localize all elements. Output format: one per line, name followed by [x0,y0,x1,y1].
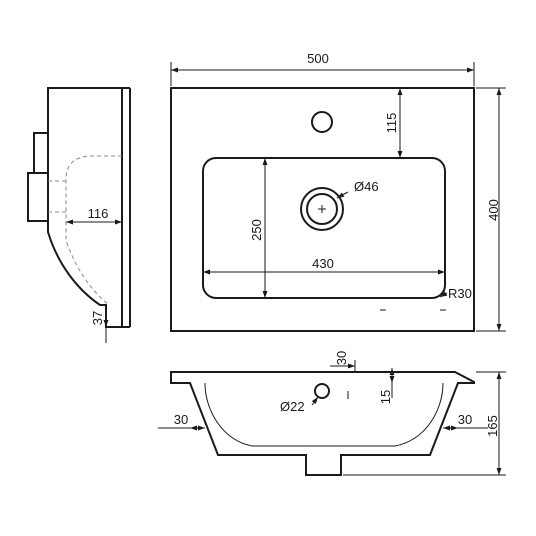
leader-line [439,291,448,298]
side-view: 116 37 [27,87,131,343]
front-view: 30 15 Ø22 30 30 165 [158,351,506,476]
dim-rim-top: 30 [334,351,349,365]
dim-width: 500 [307,51,329,66]
dim-corner-radius: R30 [448,286,472,301]
leader-line [336,191,349,199]
dim-height: 400 [486,199,501,221]
side-tap-block [33,132,49,174]
dim-side-rim: 37 [90,311,105,325]
tap-hole [311,111,333,133]
drain-inner [306,193,338,225]
dim-drain-diameter: Ø46 [354,179,379,194]
dim-right-offset: 30 [458,412,472,427]
side-drain-block [27,172,49,222]
dim-front-height: 165 [485,415,500,437]
dim-side-depth: 116 [88,206,109,221]
front-bowl-inner [204,382,444,447]
front-profile [170,371,475,476]
dim-overflow-diameter: Ø22 [280,399,305,414]
drain-outer [300,187,344,231]
dim-rim-height: 15 [378,390,393,404]
side-profile [47,87,123,328]
bowl-outline [202,157,446,299]
dim-bowl-depth: 250 [249,219,264,241]
overflow-hole [314,383,330,399]
dim-bowl-width: 430 [312,256,334,271]
leader-line [311,396,319,406]
top-view: 500 400 115 250 430 Ø46 R30 [170,51,506,332]
dim-left-offset: 30 [174,412,188,427]
dim-tap-offset: 115 [384,113,399,134]
side-hidden-bowl [65,155,122,305]
basin-outline [170,87,475,332]
